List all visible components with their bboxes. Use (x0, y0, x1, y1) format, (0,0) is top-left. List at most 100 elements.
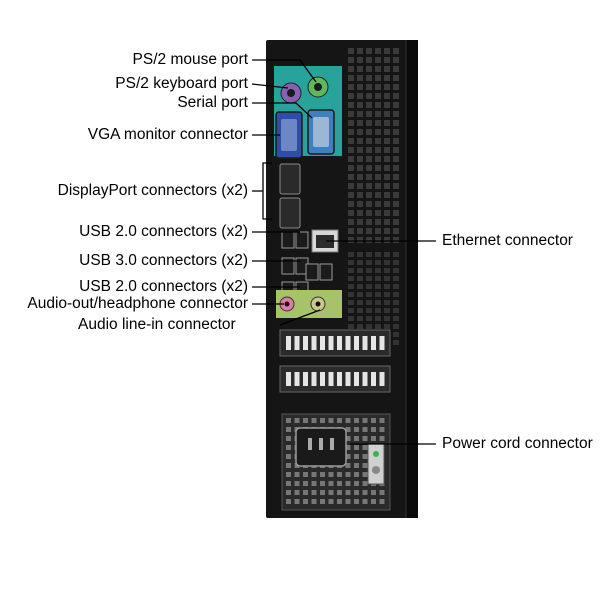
vent-hole (375, 66, 381, 72)
vent-hole (348, 129, 354, 135)
vent-hole (393, 174, 399, 180)
vent-hole (393, 75, 399, 81)
psu-vent-hole (354, 481, 359, 486)
vent-hole (375, 201, 381, 207)
vent-hole (375, 192, 381, 198)
psu-vent-hole (303, 472, 308, 477)
psu-vent-hole (303, 490, 308, 495)
vent-hole (384, 111, 390, 117)
vent-hole (366, 48, 372, 54)
vent-hole (393, 316, 399, 321)
bracket-displayport (262, 162, 272, 220)
vent-hole (384, 219, 390, 225)
leader-lines (251, 59, 436, 445)
vent-hole (366, 284, 372, 289)
vent-hole (366, 308, 372, 313)
slot-vent (328, 372, 334, 386)
vent-hole (366, 75, 372, 81)
vent-hole (357, 75, 363, 81)
vent-hole (384, 210, 390, 216)
vent-hole (366, 84, 372, 90)
vent-hole (357, 165, 363, 171)
vent-hole (393, 201, 399, 207)
vent-hole (348, 93, 354, 99)
vga-connector-inner (281, 119, 297, 151)
vent-hole (375, 237, 381, 243)
vent-hole (357, 66, 363, 72)
psu-vent-hole (379, 490, 385, 495)
psu-test-button (372, 466, 380, 474)
psu-vent-hole (354, 436, 359, 441)
vent-hole (357, 237, 363, 243)
psu-vent-hole (354, 445, 359, 450)
vent-hole (348, 57, 354, 63)
vent-hole (357, 210, 363, 216)
vent-hole (366, 276, 372, 281)
vent-hole (366, 165, 372, 171)
vent-hole (348, 84, 354, 90)
slot-vent (362, 336, 368, 350)
vent-hole (384, 93, 390, 99)
psu-vent-hole (320, 490, 325, 495)
psu-vent-hole (345, 427, 351, 432)
psu-vent-hole (371, 418, 376, 423)
vent-hole (366, 138, 372, 144)
vent-hole (393, 284, 399, 289)
slot-vent (286, 336, 291, 350)
vent-hole (357, 219, 363, 225)
vent-hole (348, 300, 354, 305)
psu-vent-hole (354, 427, 359, 432)
slot-vent (354, 336, 359, 350)
vent-hole (375, 308, 381, 313)
psu-vent-hole (345, 499, 351, 504)
psu-vent-hole (371, 490, 376, 495)
vent-hole (357, 120, 363, 126)
psu-vent-hole (311, 418, 317, 423)
psu-vent-hole (286, 499, 291, 504)
psu-vent-hole (328, 490, 334, 495)
vent-hole (348, 102, 354, 108)
psu-vent-hole (379, 436, 385, 441)
psu-vent-hole (354, 490, 359, 495)
vent-hole (366, 201, 372, 207)
vent-hole (348, 276, 354, 281)
vent-hole (348, 138, 354, 144)
power-cord-socket-pin-3 (330, 438, 334, 450)
usb-port (305, 263, 319, 281)
vent-hole (375, 138, 381, 144)
psu-vent-hole (362, 490, 368, 495)
vent-hole (357, 260, 363, 265)
vent-hole (357, 192, 363, 198)
vent-hole (393, 66, 399, 72)
usb-port (319, 263, 333, 281)
vent-hole (366, 252, 372, 257)
vent-hole (366, 324, 372, 329)
psu-vent-hole (337, 418, 342, 423)
vent-hole (393, 165, 399, 171)
vent-hole (348, 292, 354, 297)
psu-vent-hole (362, 481, 368, 486)
vent-hole (348, 111, 354, 117)
psu-switch-plate (367, 443, 385, 485)
slot-vent (345, 336, 351, 350)
slot-vent (303, 372, 308, 386)
audio-in-jack-hole (315, 301, 321, 307)
ps2-keyboard-port-center (287, 89, 295, 97)
vent-hole (384, 66, 390, 72)
psu-vent-hole (371, 499, 376, 504)
vent-hole (348, 228, 354, 234)
slot-vent (303, 336, 308, 350)
vent-hole (357, 201, 363, 207)
psu-vent-hole (337, 499, 342, 504)
vent-hole (393, 228, 399, 234)
vent-hole (348, 201, 354, 207)
vent-hole (393, 252, 399, 257)
vent-hole (375, 129, 381, 135)
vent-hole (357, 308, 363, 313)
vent-hole (357, 57, 363, 63)
vent-hole (384, 57, 390, 63)
vent-hole (348, 174, 354, 180)
psu-vent-hole (320, 418, 325, 423)
psu-vent-hole (362, 499, 368, 504)
vent-hole (384, 147, 390, 153)
